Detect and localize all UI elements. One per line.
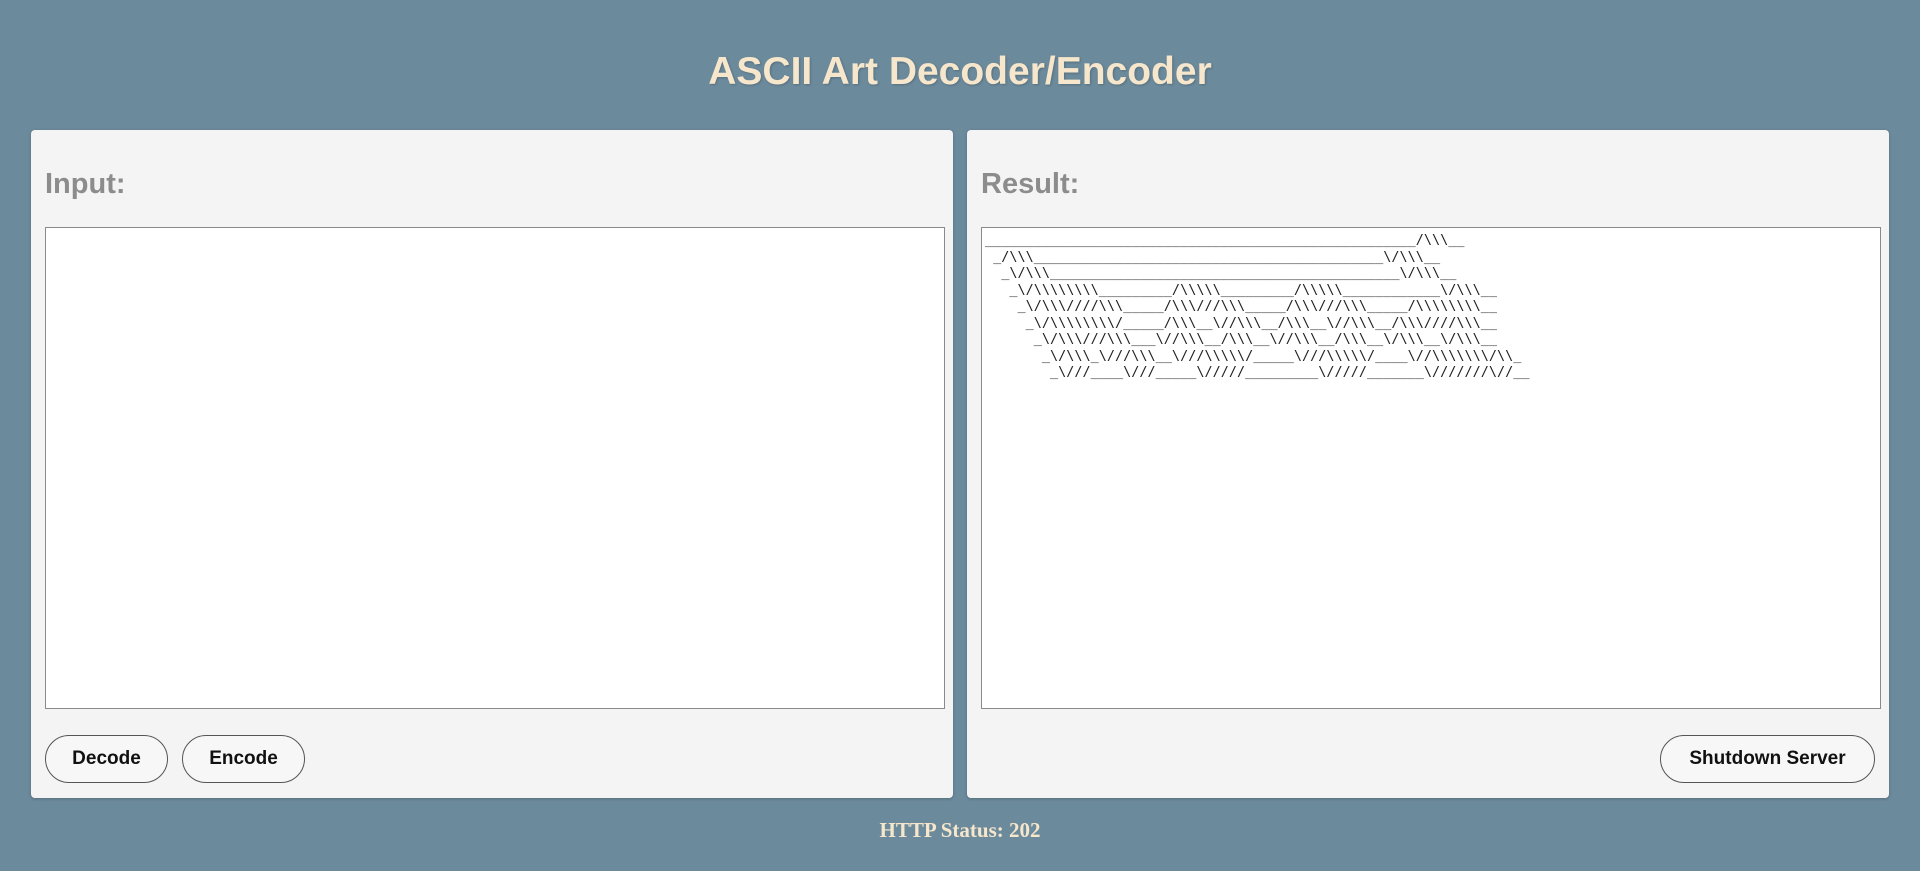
result-panel: Result: ________________________________… [967,130,1889,798]
input-textarea[interactable] [45,227,945,709]
page-title: ASCII Art Decoder/Encoder [708,50,1212,93]
input-panel: Input: Decode Encode [31,130,953,798]
input-label: Input: [45,168,126,200]
decode-button[interactable]: Decode [45,735,168,783]
result-output[interactable]: ________________________________________… [981,227,1881,709]
encode-button[interactable]: Encode [182,735,305,783]
shutdown-server-button[interactable]: Shutdown Server [1660,735,1875,783]
http-status: HTTP Status: 202 [879,818,1041,842]
result-label: Result: [981,168,1080,200]
